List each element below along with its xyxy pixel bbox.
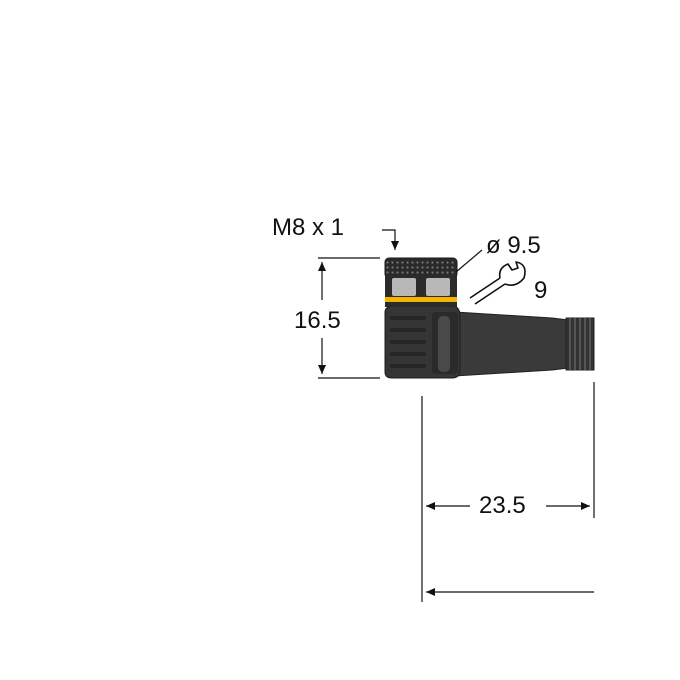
length-label: 23.5 — [479, 492, 526, 519]
coupling-nut — [384, 257, 458, 307]
length-dimension — [421, 382, 595, 602]
cable-boot — [454, 311, 595, 377]
height-dimension — [318, 257, 380, 379]
leader-lines — [382, 229, 483, 273]
diameter-label: ø 9.5 — [486, 232, 541, 259]
connector-body — [384, 305, 461, 379]
wrench-icon — [469, 261, 526, 305]
thread-label: M8 x 1 — [272, 214, 345, 241]
height-label: 16.5 — [294, 307, 341, 334]
wrench-size-label: 9 — [534, 277, 548, 304]
